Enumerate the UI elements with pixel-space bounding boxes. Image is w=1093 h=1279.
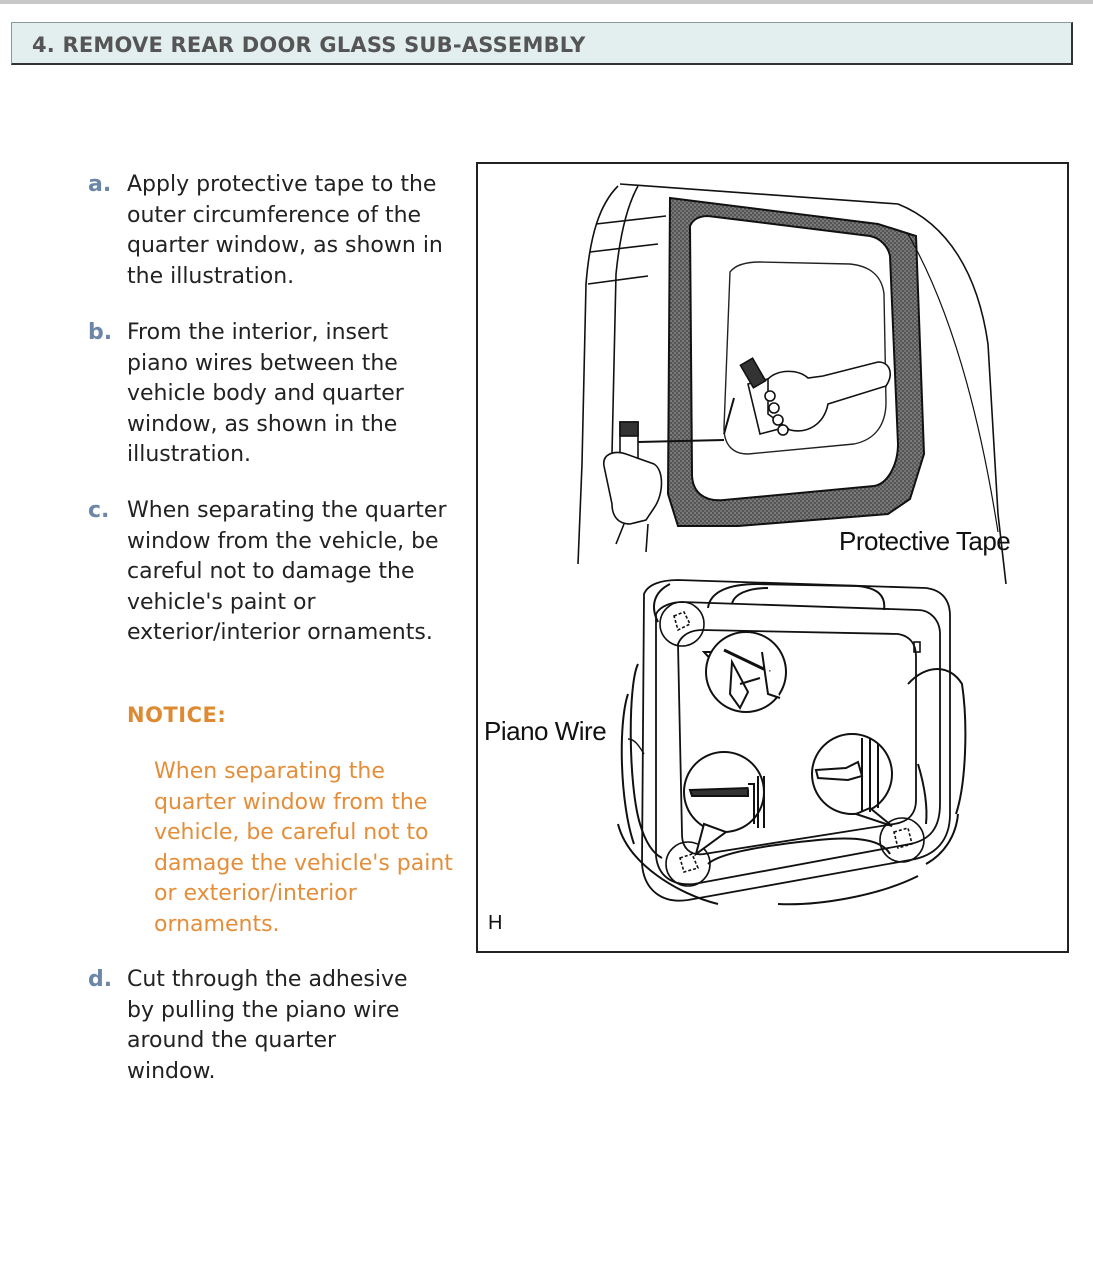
window-outline-lower: [641, 579, 951, 902]
quarter-window-glass: [688, 214, 900, 502]
clip-markers: [659, 601, 925, 887]
window-illustration: [577, 183, 1007, 906]
detail-clip-1: [701, 631, 787, 713]
detail-clip-3: [811, 733, 893, 827]
piano-wire-upper: [637, 397, 735, 443]
illustration-frame: Protective Tape Piano Wire H: [476, 162, 1069, 953]
piano-wire-loops: [617, 582, 967, 906]
step-text: Apply protective tape to the outer circu…: [127, 172, 443, 289]
section-header: 4. REMOVE REAR DOOR GLASS SUB-ASSEMBLY: [11, 22, 1073, 65]
figure-code: H: [488, 912, 503, 934]
label-protective-tape: Protective Tape: [839, 526, 1011, 556]
notice-text: When separating the quarter window from …: [154, 759, 453, 937]
step-letter: c.: [88, 498, 110, 523]
step-letter: a.: [88, 172, 112, 197]
label-piano-wire: Piano Wire: [484, 716, 607, 746]
step-text: Cut through the adhesive by pulling the …: [127, 967, 408, 1084]
step-letter: d.: [88, 967, 113, 992]
step-text: From the interior, insert piano wires be…: [127, 320, 404, 467]
door-pillar: [577, 183, 1007, 585]
step-letter: b.: [88, 320, 113, 345]
inside-hand: [739, 357, 891, 436]
step-text: When separating the quarter window from …: [127, 498, 447, 645]
notice-title: NOTICE:: [127, 703, 227, 727]
outside-hand: [603, 421, 663, 553]
page-title: 4. REMOVE REAR DOOR GLASS SUB-ASSEMBLY: [32, 33, 586, 57]
detail-clip-2: [683, 751, 765, 857]
top-rule: [0, 0, 1093, 4]
